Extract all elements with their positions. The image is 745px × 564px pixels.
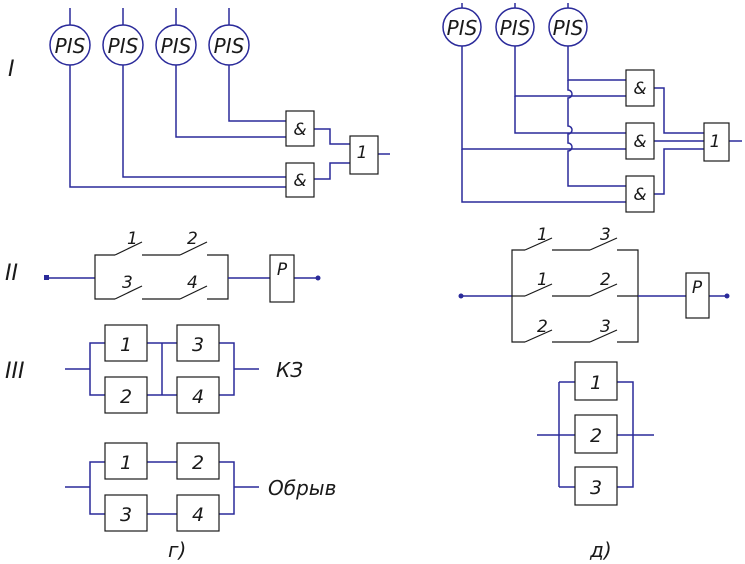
kz-block-1: 1 <box>104 324 148 362</box>
sensor-pis-2: PIS <box>102 8 144 66</box>
relay-label: P <box>277 260 288 280</box>
block-r-2: 2 <box>574 414 618 454</box>
and-gate-1: & <box>285 110 315 147</box>
sensor-pis-r2: PIS <box>495 3 535 47</box>
open-block-label: 2 <box>192 452 204 474</box>
sensor-pis-3: PIS <box>155 8 197 66</box>
or-gate-r1: 1 <box>703 122 730 162</box>
kz-block-label: 1 <box>120 334 132 356</box>
row-label-3: III <box>5 359 24 384</box>
caption-g: г) <box>168 538 186 562</box>
block-r-3: 3 <box>574 466 618 506</box>
or-gate-label: 1 <box>710 132 721 152</box>
sensor-pis-4: PIS <box>208 8 250 66</box>
sensor-pis-1: PIS <box>49 8 91 66</box>
kz-block-label: 3 <box>192 334 204 356</box>
switch-label-4: 4 <box>187 273 198 293</box>
sensor-pis-r3: PIS <box>548 3 588 47</box>
sensor-label: PIS <box>108 34 139 58</box>
switch-network-2 <box>44 241 321 300</box>
switch-label-r1b: 3 <box>600 225 611 245</box>
switch-label-2: 2 <box>187 229 198 249</box>
switch-label-r2b: 2 <box>600 270 611 290</box>
relay-r: P <box>685 272 710 319</box>
and-gate-r1: & <box>625 69 655 107</box>
and-gate-label: & <box>633 132 646 152</box>
and-gate-r3: & <box>625 175 655 213</box>
and-gate-label: & <box>633 79 646 99</box>
caption-d: д) <box>589 538 612 562</box>
sensor-label: PIS <box>553 16 584 40</box>
and-gate-2: & <box>285 162 315 198</box>
row-label-2: II <box>5 261 18 286</box>
open-block-label: 4 <box>192 504 204 526</box>
block-label: 1 <box>590 372 602 394</box>
kz-block-label: 4 <box>192 386 204 408</box>
sensor-label: PIS <box>214 34 245 58</box>
open-block-label: 3 <box>120 504 132 526</box>
output-terminal <box>315 275 321 281</box>
sensor-label: PIS <box>500 16 531 40</box>
row-label-1: I <box>8 57 15 82</box>
switch-network-r <box>458 237 730 343</box>
sensor-label: PIS <box>161 34 192 58</box>
kz-block-2: 2 <box>104 376 148 414</box>
logic-wires-2 <box>461 46 742 203</box>
kz-block-label: 2 <box>120 386 132 408</box>
block-label: 3 <box>590 477 602 499</box>
block-r-1: 1 <box>574 361 618 401</box>
open-block-2: 2 <box>176 442 220 480</box>
or-gate-1: 1 <box>349 135 379 175</box>
open-block-3: 3 <box>104 494 148 532</box>
input-terminal <box>44 275 49 280</box>
sensor-label: PIS <box>447 16 478 40</box>
and-gate-label: & <box>293 120 306 140</box>
logic-wires-1 <box>69 65 390 188</box>
switch-label-r3b: 3 <box>600 317 611 337</box>
open-block-4: 4 <box>176 494 220 532</box>
and-gate-r2: & <box>625 122 655 160</box>
relay-label: P <box>692 278 703 298</box>
sensor-pis-r1: PIS <box>442 3 482 47</box>
input-terminal <box>458 293 464 299</box>
open-block-1: 1 <box>104 442 148 480</box>
open-network-wires <box>65 461 259 515</box>
switch-label-3: 3 <box>122 273 133 293</box>
kz-block-3: 3 <box>176 324 220 362</box>
switch-label-r2a: 1 <box>537 270 548 290</box>
block-network-r-wires <box>537 381 654 488</box>
open-block-label: 1 <box>120 452 132 474</box>
or-gate-label: 1 <box>357 143 368 163</box>
switch-label-1: 1 <box>127 229 138 249</box>
short-circuit-label: КЗ <box>276 358 303 382</box>
block-label: 2 <box>590 425 602 447</box>
switch-label-r1a: 1 <box>537 225 548 245</box>
relay-1: P <box>269 254 295 303</box>
sensor-label: PIS <box>55 34 86 58</box>
and-gate-label: & <box>293 171 306 191</box>
switch-label-r3a: 2 <box>537 317 548 337</box>
kz-network-wires <box>65 342 259 396</box>
and-gate-label: & <box>633 185 646 205</box>
kz-block-4: 4 <box>176 376 220 414</box>
output-terminal <box>724 293 730 299</box>
open-circuit-label: Обрыв <box>268 476 336 500</box>
